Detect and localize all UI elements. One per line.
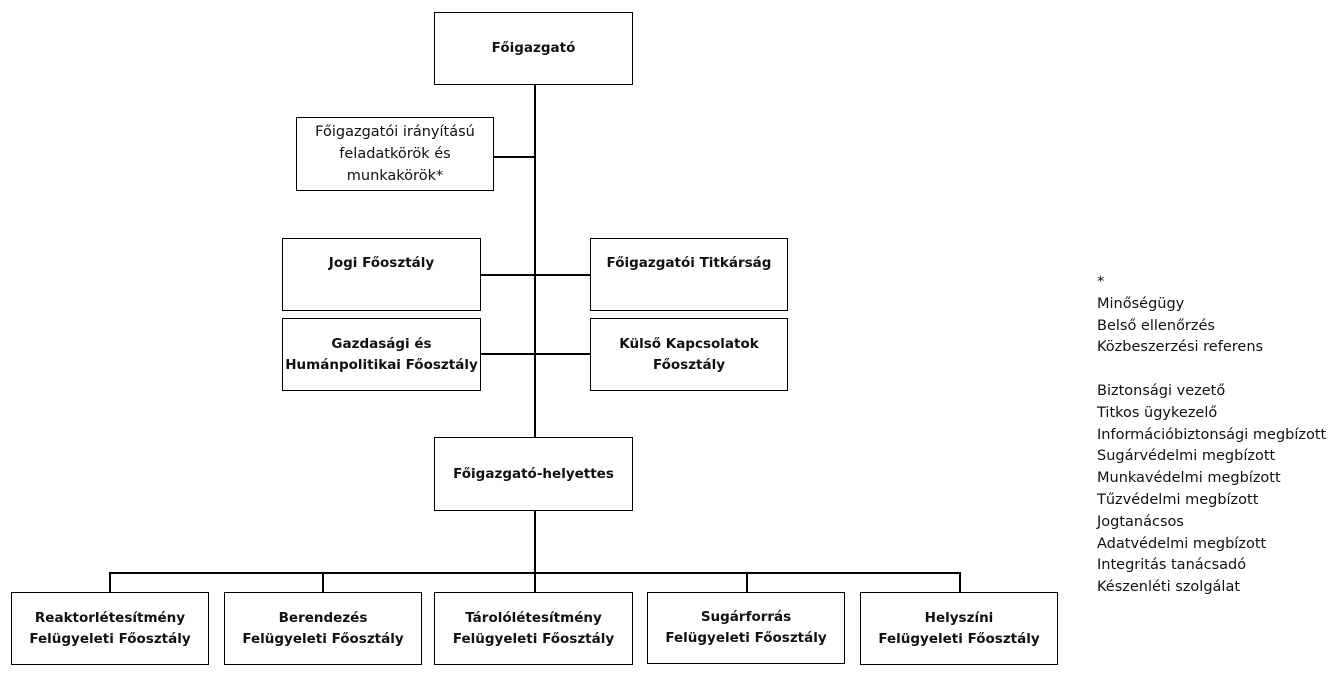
node-label-line: Főigazgatói irányítású [315, 124, 475, 140]
connector-dept-1 [109, 572, 111, 592]
node-label-line: Tárolólétesítmény [465, 609, 602, 626]
connector-dept-2 [322, 572, 324, 592]
footnote-item: Titkos ügykezelő [1097, 404, 1218, 421]
node-deputy-label: Főigazgató-helyettes [453, 465, 614, 482]
footnote-item: Belső ellenőrzés [1097, 317, 1215, 334]
node-department-onsite: Helyszíni Felügyeleti Főosztály [860, 592, 1058, 665]
footnote-item: Minőségügy [1097, 295, 1185, 312]
footnote-spacer [1097, 359, 1326, 381]
node-director-secretariat: Főigazgatói Titkárság [590, 238, 788, 311]
connector-main-vertical [534, 84, 536, 437]
node-label-line: Reaktorlétesítmény [34, 609, 186, 626]
node-label-line: Felügyeleti Főosztály [665, 630, 827, 646]
footnote-list: * Minőségügy Belső ellenőrzés Közbeszerz… [1097, 272, 1326, 599]
node-director-label: Főigazgató [491, 40, 576, 56]
node-label-line: Főosztály [652, 356, 726, 373]
node-label-line: Felügyeleti Főosztály [242, 630, 404, 647]
node-label-line: Berendezés [278, 609, 368, 626]
node-department-radiation-source: Sugárforrás Felügyeleti Főosztály [647, 592, 845, 664]
node-economic-hr-department: Gazdasági és Humánpolitikai Főosztály [282, 318, 481, 391]
footnote-item: Integritás tanácsadó [1097, 557, 1247, 574]
node-department-equipment: Berendezés Felügyeleti Főosztály [224, 592, 422, 665]
node-department-storage: Tárolólétesítmény Felügyeleti Főosztály [434, 592, 633, 665]
connector-functions [493, 156, 535, 158]
connector-dept-4 [746, 572, 748, 592]
node-label-line: Külső Kapcsolatok [619, 335, 759, 352]
node-label-line: Felügyeleti Főosztály [878, 630, 1040, 647]
footnote-item: Sugárvédelmi megbízott [1097, 448, 1276, 465]
footnote-item: Készenléti szolgálat [1097, 579, 1241, 596]
node-director-functions: Főigazgatói irányítású feladatkörök és m… [296, 117, 494, 191]
footnote-item: Közbeszerzési referens [1097, 339, 1264, 356]
node-director: Főigazgató [434, 12, 633, 85]
node-label-line: Sugárforrás [700, 609, 792, 625]
node-label-line: Felügyeleti Főosztály [29, 630, 191, 647]
node-label-line: Főigazgatói Titkárság [606, 255, 772, 271]
footnote-item: Adatvédelmi megbízott [1097, 535, 1267, 552]
connector-deputy-down [534, 510, 536, 573]
node-department-reactor: Reaktorlétesítmény Felügyeleti Főosztály [11, 592, 209, 665]
connector-staff-row1 [480, 274, 590, 276]
footnote-item: Információbiztonsági megbízott [1097, 426, 1327, 443]
node-deputy-director: Főigazgató-helyettes [434, 437, 633, 511]
footnote-item: Munkavédelmi megbízott [1097, 470, 1281, 487]
connector-dept-3 [534, 572, 536, 592]
footnote-item: Jogtanácsos [1097, 513, 1184, 530]
node-legal-department: Jogi Főosztály [282, 238, 481, 311]
node-external-relations-department: Külső Kapcsolatok Főosztály [590, 318, 788, 391]
node-label-line: munkakörök* [346, 168, 444, 184]
node-label-line: Helyszíni [924, 609, 994, 626]
node-label-line: Felügyeleti Főosztály [452, 630, 615, 647]
footnote-item: Tűzvédelmi megbízott [1097, 491, 1259, 508]
node-label-line: Gazdasági és [331, 335, 432, 352]
footnote-item: Biztonsági vezető [1097, 382, 1226, 399]
node-label-line: Jogi Főosztály [328, 255, 435, 271]
connector-staff-row2 [480, 353, 590, 355]
connector-dept-5 [959, 572, 961, 592]
footnote-marker: * [1097, 274, 1105, 290]
node-label-line: Humánpolitikai Főosztály [285, 356, 478, 373]
node-label-line: feladatkörök és [339, 146, 451, 162]
